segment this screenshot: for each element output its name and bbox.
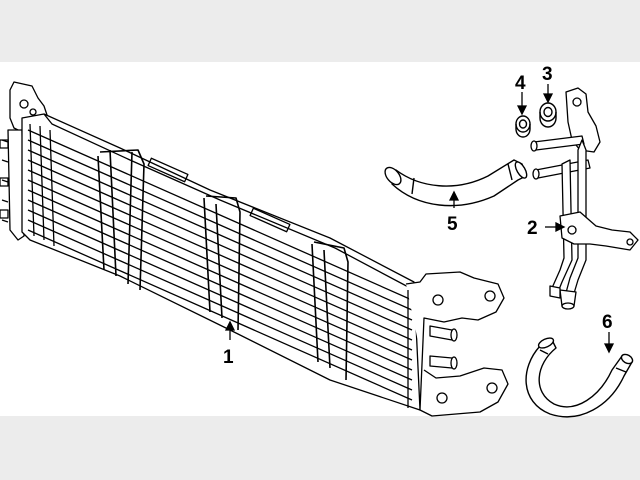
callout-2: 2 [527, 218, 538, 239]
tube-assembly [530, 87, 639, 310]
bottom-band [0, 416, 640, 480]
upper-hose [384, 159, 528, 207]
washer-3 [539, 102, 557, 128]
callout-6: 6 [602, 312, 613, 333]
washer-4 [515, 115, 531, 138]
callout-1: 1 [223, 347, 234, 368]
callout-3: 3 [542, 64, 553, 85]
callout-5: 5 [447, 214, 458, 235]
lower-hose [525, 337, 634, 418]
top-band [0, 0, 640, 62]
cooler-assembly [0, 81, 509, 417]
callout-4: 4 [515, 73, 526, 94]
leader-lines [224, 84, 615, 354]
